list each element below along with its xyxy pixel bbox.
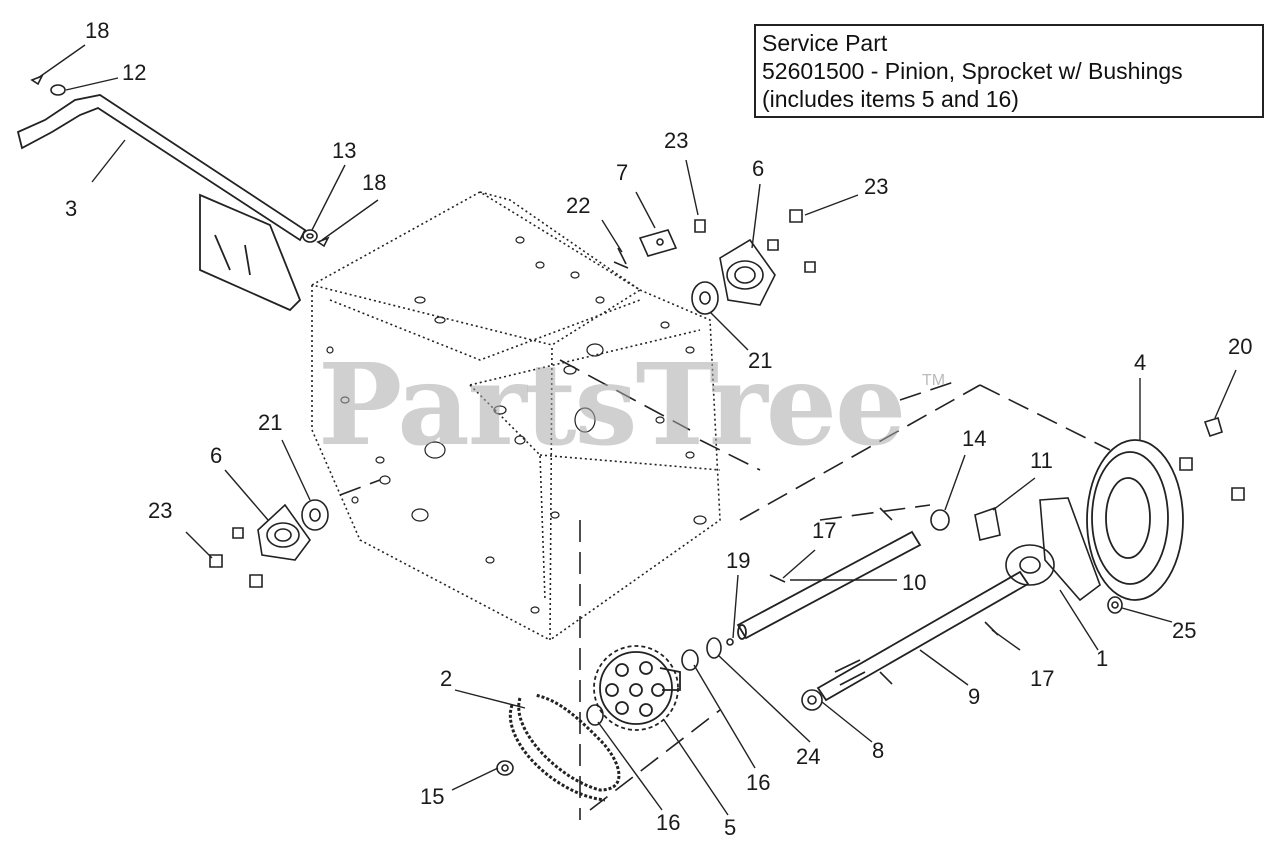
screw-part-23a <box>694 219 706 233</box>
washer-part-25 <box>1107 596 1123 614</box>
shaft-part-9 <box>816 570 1030 702</box>
shift-rod-part-3 <box>16 94 307 312</box>
callout-3[interactable]: 3 <box>65 196 78 221</box>
trademark-mark: TM <box>922 372 946 389</box>
callout-21[interactable]: 21 <box>748 348 773 373</box>
callout-11[interactable]: 11 <box>1030 448 1053 473</box>
callout-15[interactable]: 15 <box>420 784 445 809</box>
service-part-heading: Service Part <box>762 30 888 56</box>
callout-16[interactable]: 16 <box>746 770 771 795</box>
callout-6[interactable]: 6 <box>210 443 223 468</box>
screws-part-23c <box>209 527 263 588</box>
bushing-part-16a <box>681 649 699 671</box>
washer-part-12 <box>50 84 66 96</box>
callout-17[interactable]: 17 <box>812 518 837 543</box>
callout-9[interactable]: 9 <box>968 684 981 709</box>
callout-5[interactable]: 5 <box>724 815 737 840</box>
chain-part-2 <box>508 693 621 802</box>
pin-part-19 <box>726 638 734 646</box>
frame-holes <box>326 236 707 614</box>
callout-25[interactable]: 25 <box>1172 618 1197 643</box>
pinion-part-8 <box>801 689 823 711</box>
hub-part-1 <box>1005 497 1101 602</box>
callout-21[interactable]: 21 <box>258 410 283 435</box>
callout-23[interactable]: 23 <box>664 128 689 153</box>
callout-13[interactable]: 13 <box>332 138 357 163</box>
callout-8[interactable]: 8 <box>872 738 885 763</box>
callout-7[interactable]: 7 <box>616 160 629 185</box>
callout-18[interactable]: 18 <box>85 18 110 43</box>
callout-24[interactable]: 24 <box>796 744 821 769</box>
callout-4[interactable]: 4 <box>1134 350 1147 375</box>
wheel-part-4 <box>1086 439 1184 601</box>
sprocket-part-5 <box>593 645 681 731</box>
pin-part-22 <box>613 247 629 269</box>
callout-6[interactable]: 6 <box>752 156 765 181</box>
shaft-part-10 <box>736 530 922 640</box>
bearing-part-21a <box>691 281 719 315</box>
leader-lines <box>37 44 1237 816</box>
pins-part-17 <box>769 507 999 685</box>
bracket-part-7 <box>638 229 678 257</box>
service-part-includes: (includes items 5 and 16) <box>762 86 1019 112</box>
washer-part-15 <box>496 760 514 776</box>
callout-2[interactable]: 2 <box>440 666 453 691</box>
centerlines <box>339 359 1111 820</box>
bearing-part-21b <box>301 499 329 531</box>
callout-18[interactable]: 18 <box>362 170 387 195</box>
washer-part-13 <box>302 229 318 243</box>
housing-frame <box>311 191 721 641</box>
bushing-part-14 <box>930 509 950 531</box>
callout-16[interactable]: 16 <box>656 810 681 835</box>
service-part-number: 52601500 - Pinion, Sprocket w/ Bushings <box>762 58 1183 84</box>
callout-14[interactable]: 14 <box>962 426 987 451</box>
screws-part-23b <box>767 209 816 273</box>
callout-23[interactable]: 23 <box>864 174 889 199</box>
screw-part-20 <box>1203 416 1223 438</box>
bushing-part-16b <box>586 704 604 726</box>
nuts-wheel <box>1179 457 1245 501</box>
callout-1[interactable]: 1 <box>1096 646 1109 671</box>
bearing-flange-part-6b <box>257 503 311 561</box>
plate-part-11 <box>974 506 1001 541</box>
callout-20[interactable]: 20 <box>1228 334 1253 359</box>
bearing-flange-part-6a <box>719 238 776 306</box>
parts-tree-watermark: PartsTree <box>318 340 906 471</box>
callout-22[interactable]: 22 <box>566 193 591 218</box>
callout-12[interactable]: 12 <box>122 60 147 85</box>
callout-10[interactable]: 10 <box>902 570 927 595</box>
service-part-note: Service Part 52601500 - Pinion, Sprocket… <box>754 24 1264 118</box>
callout-17[interactable]: 17 <box>1030 666 1055 691</box>
callout-23[interactable]: 23 <box>148 498 173 523</box>
clip-part-18a <box>30 74 44 86</box>
washer-part-24 <box>706 637 722 659</box>
callout-19[interactable]: 19 <box>726 548 751 573</box>
